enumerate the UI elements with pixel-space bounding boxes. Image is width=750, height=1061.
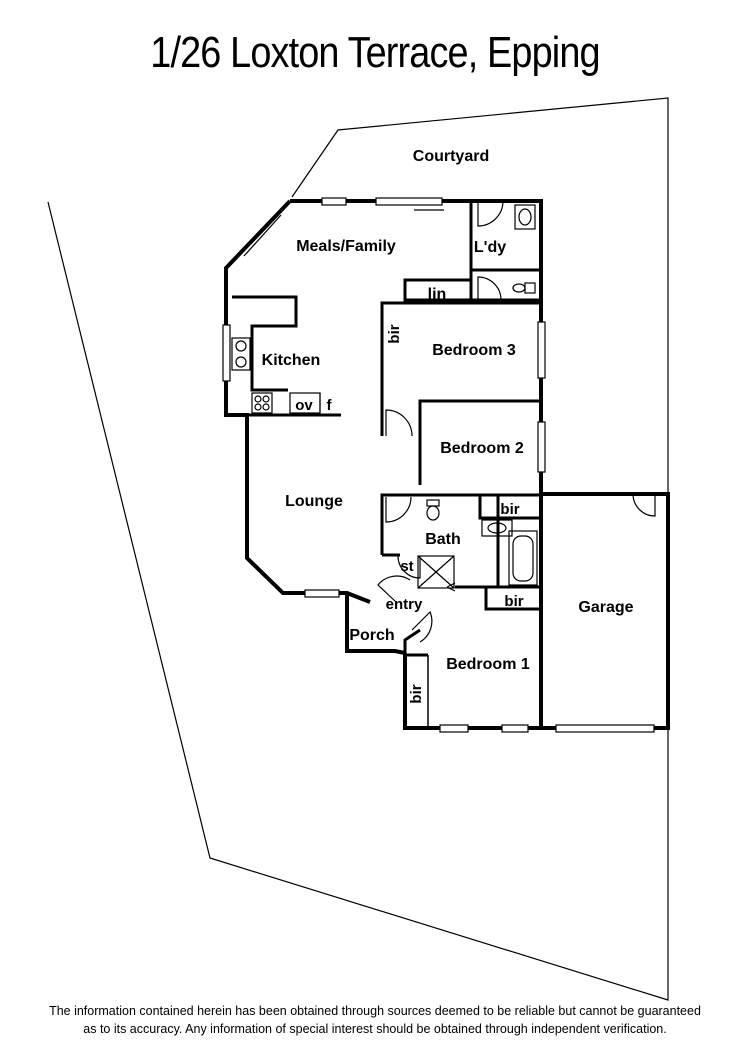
doors	[377, 200, 656, 643]
disclaimer-line-2: as to its accuracy. Any information of s…	[83, 1022, 667, 1036]
disclaimer: The information contained herein has bee…	[0, 1002, 750, 1038]
label-bir-bath: bir	[500, 501, 519, 518]
label-bedroom-3: Bedroom 3	[432, 342, 516, 359]
label-oven: ov	[295, 397, 313, 414]
label-bath: Bath	[425, 531, 461, 548]
label-meals-family: Meals/Family	[296, 238, 396, 255]
page-title: 1/26 Loxton Terrace, Epping	[150, 28, 600, 77]
label-courtyard: Courtyard	[413, 148, 489, 165]
label-bir-bedroom-1-top: bir	[504, 593, 523, 610]
label-kitchen: Kitchen	[262, 352, 321, 369]
disclaimer-line-1: The information contained herein has bee…	[49, 1004, 701, 1018]
label-bir-bedroom-3: bir	[386, 324, 403, 343]
site-boundary	[47, 97, 669, 1001]
fixtures	[231, 204, 538, 589]
label-bedroom-2: Bedroom 2	[440, 440, 524, 457]
label-store: st	[400, 558, 413, 575]
label-bir-bedroom-1-side: bir	[408, 684, 425, 703]
label-entry: entry	[386, 596, 423, 613]
label-lounge: Lounge	[285, 493, 343, 510]
label-porch: Porch	[349, 627, 394, 644]
internal-walls	[232, 201, 541, 728]
label-fridge: f	[327, 397, 333, 414]
label-laundry: L'dy	[474, 239, 506, 256]
windows	[222, 197, 655, 733]
label-garage: Garage	[578, 599, 633, 616]
label-bedroom-1: Bedroom 1	[446, 656, 530, 673]
label-linen: lin	[428, 286, 447, 303]
